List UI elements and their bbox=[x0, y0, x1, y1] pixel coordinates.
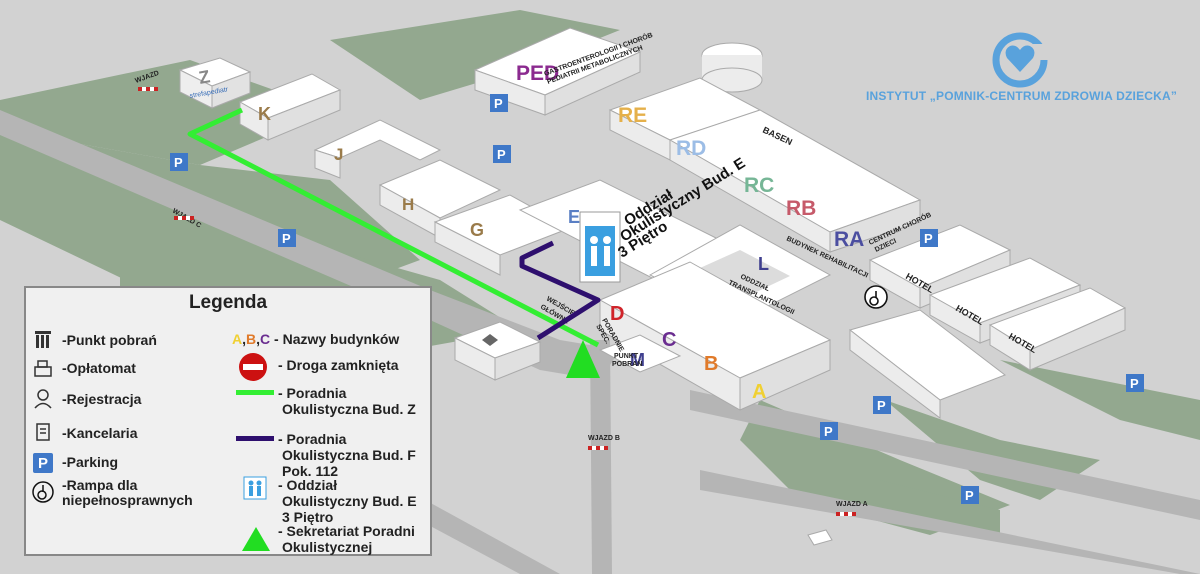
svg-text:P: P bbox=[1130, 376, 1139, 391]
receptionist-icon bbox=[30, 386, 56, 410]
building-label-e: E bbox=[568, 207, 580, 227]
legend-item-oplatomat: -Opłatomat bbox=[62, 360, 136, 376]
legend-item-rampa: -Rampa dla niepełnosprawnych bbox=[62, 477, 193, 508]
building-names-text: - Nazwy budynków bbox=[270, 331, 400, 347]
parking-sign: P bbox=[33, 453, 53, 473]
no-entry-icon bbox=[238, 352, 268, 382]
legend-f-3: Pok. 112 bbox=[282, 463, 339, 479]
building-label-rb: RB bbox=[786, 197, 816, 220]
test-tubes-icon bbox=[30, 328, 56, 352]
legend-z-1: - Poradnia bbox=[278, 385, 347, 401]
building-label-h: H bbox=[402, 195, 414, 214]
legend-item-rejestracja: -Rejestracja bbox=[62, 391, 142, 407]
building-label-g: G bbox=[470, 220, 484, 240]
building-label-l: L bbox=[758, 254, 769, 274]
building-label-d: D bbox=[610, 303, 624, 325]
triangle-icon bbox=[240, 526, 272, 552]
svg-text:P: P bbox=[174, 155, 183, 170]
building-label-b: B bbox=[704, 353, 718, 375]
legend-s-2: Okulistycznej bbox=[282, 539, 373, 555]
letter-b: B bbox=[246, 331, 257, 347]
svg-text:P: P bbox=[824, 424, 833, 439]
cash-register-icon bbox=[30, 356, 56, 380]
legend-z-2: Okulistyczna Bud. Z bbox=[282, 401, 416, 417]
building-label-ra: RA bbox=[834, 228, 864, 251]
legend-e-1: - Oddział bbox=[278, 477, 338, 493]
building-label-ped: PED bbox=[516, 62, 559, 85]
letter-c: C bbox=[260, 331, 271, 347]
buildings bbox=[178, 27, 1127, 546]
legend-item-punkt-pobran: -Punkt pobrań bbox=[62, 332, 157, 348]
barriers bbox=[138, 87, 856, 516]
label-wjazd-a: WJAZD A bbox=[836, 501, 868, 508]
legend-e-2: Okulistyczny Bud. E bbox=[282, 493, 417, 509]
legend-item-closed-road: - Droga zamknięta bbox=[278, 357, 399, 373]
legend-line-z bbox=[236, 390, 274, 395]
svg-text:P: P bbox=[924, 231, 933, 246]
legend-item-parking: -Parking bbox=[62, 454, 119, 470]
svg-text:P: P bbox=[877, 398, 886, 413]
legend-title: Legenda bbox=[188, 292, 268, 313]
route-poradnia-f bbox=[519, 240, 601, 341]
building-label-c: C bbox=[662, 329, 676, 351]
label-wjazd-b: WJAZD B bbox=[588, 435, 620, 442]
building-label-re: RE bbox=[618, 104, 647, 127]
legend-e-3: 3 Piętro bbox=[282, 509, 334, 525]
wheelchair-icon bbox=[30, 480, 56, 504]
legend-f-1: - Poradnia bbox=[278, 431, 347, 447]
building-label-m: M bbox=[630, 350, 645, 370]
svg-text:P: P bbox=[965, 488, 974, 503]
document-icon bbox=[30, 420, 56, 444]
comma-2: , bbox=[256, 331, 261, 347]
legend-item-kancelaria: -Kancelaria bbox=[62, 425, 138, 441]
comma-1: , bbox=[242, 331, 247, 347]
legend-s-1: - Sekretariat Poradni bbox=[278, 523, 415, 539]
parking-signs: P P P P P P P P P bbox=[170, 94, 1144, 504]
institute-logo bbox=[992, 32, 1050, 88]
parking-icon: P bbox=[30, 451, 56, 475]
legend-item-building-names: A,B,C - Nazwy budynków bbox=[232, 332, 399, 347]
legend-panel: Legenda -Punkt pobrań -Opłatomat -Rejest… bbox=[24, 286, 432, 556]
ward-icon bbox=[242, 476, 268, 500]
building-label-a: A bbox=[752, 381, 766, 403]
svg-text:P: P bbox=[494, 96, 503, 111]
legend-f-2: Okulistyczna Bud. F bbox=[282, 447, 416, 463]
svg-text:P: P bbox=[282, 231, 291, 246]
sekretariat-triangle bbox=[566, 340, 600, 378]
letter-a: A bbox=[232, 331, 243, 347]
institute-name: INSTYTUT „POMNIK-CENTRUM ZDROWIA DZIECKA… bbox=[866, 89, 1178, 103]
building-label-k: K bbox=[258, 104, 271, 124]
building-label-rd: RD bbox=[676, 137, 706, 160]
label-punkt: PUNKT bbox=[614, 353, 639, 360]
label-pobran: POBRAŃ bbox=[612, 359, 642, 368]
svg-text:P: P bbox=[497, 147, 506, 162]
building-label-rc: RC bbox=[744, 174, 774, 197]
building-label-z: Z bbox=[197, 66, 211, 88]
building-label-j: J bbox=[334, 145, 343, 164]
legend-line-f bbox=[236, 436, 274, 441]
route-poradnia-z bbox=[187, 107, 600, 348]
